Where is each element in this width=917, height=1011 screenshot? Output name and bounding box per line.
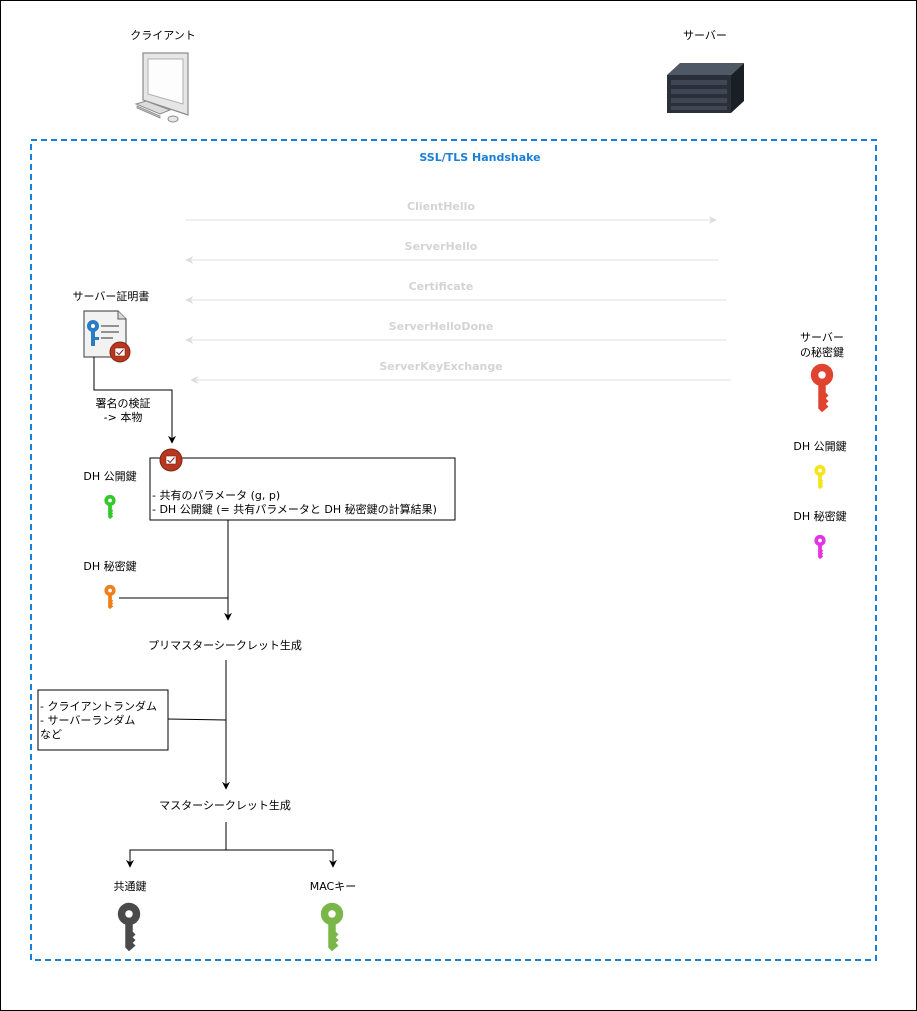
verify-signature-label: 署名の検証 [96,396,151,410]
client-label: クライアント [130,29,196,42]
shared-key-label: 共通鍵 [114,879,147,893]
handshake-title: SSL/TLS Handshake [419,151,540,164]
mac-key-icon [321,903,343,952]
handshake-container [30,139,877,961]
client-computer-icon [134,52,189,123]
message-label-clienthello: ClientHello [407,200,475,213]
client-random-line: - クライアントランダム [40,699,157,713]
client-dh-private-key-icon [104,585,115,609]
random-values-connector [167,718,227,721]
verify-connector [93,357,176,444]
server-dh-public-key-label: DH 公開鍵 [793,439,846,453]
server-private-key-icon [811,364,833,413]
message-label-serverhellodone: ServerHelloDone [389,320,494,333]
server-private-key-label-line-2: の秘密鍵 [800,345,844,359]
certificate-seal-icon [109,341,131,363]
parameters-box [149,457,456,521]
premaster-secret-label: プリマスターシークレット生成 [148,638,302,652]
message-label-certificate: Certificate [409,280,474,293]
random-values-box [37,689,169,751]
etc-line: など [40,728,62,741]
master-split-connector [129,822,227,867]
server-dh-private-key-label: DH 秘密鍵 [793,509,846,523]
server-dh-public-key-icon [814,465,825,489]
server-private-key-label-line-1: サーバー [800,331,844,344]
server-certificate-label: サーバー証明書 [73,289,150,303]
dh-public-key-line: - DH 公開鍵 (= 共有パラメータと DH 秘密鍵の計算結果) [152,502,437,516]
verified-seal-icon [159,448,183,472]
server-icon [667,63,744,113]
master-secret-label: マスターシークレット生成 [159,798,291,812]
server-dh-private-key-icon [814,535,825,559]
verify-result-label: -> 本物 [104,410,143,424]
server-label: サーバー [683,29,727,42]
client-dh-private-key-label: DH 秘密鍵 [83,559,136,573]
shared-parameters-line: - 共有のパラメータ (g, p) [152,488,280,502]
server-random-line: - サーバーランダム [40,713,135,727]
client-dh-public-key-icon [104,495,115,519]
message-label-serverkeyexchange: ServerKeyExchange [379,360,502,373]
client-dh-public-key-label: DH 公開鍵 [83,469,136,483]
mac-key-label: MACキー [310,880,357,893]
shared-key-icon [118,903,140,952]
message-label-serverhello: ServerHello [405,240,478,253]
